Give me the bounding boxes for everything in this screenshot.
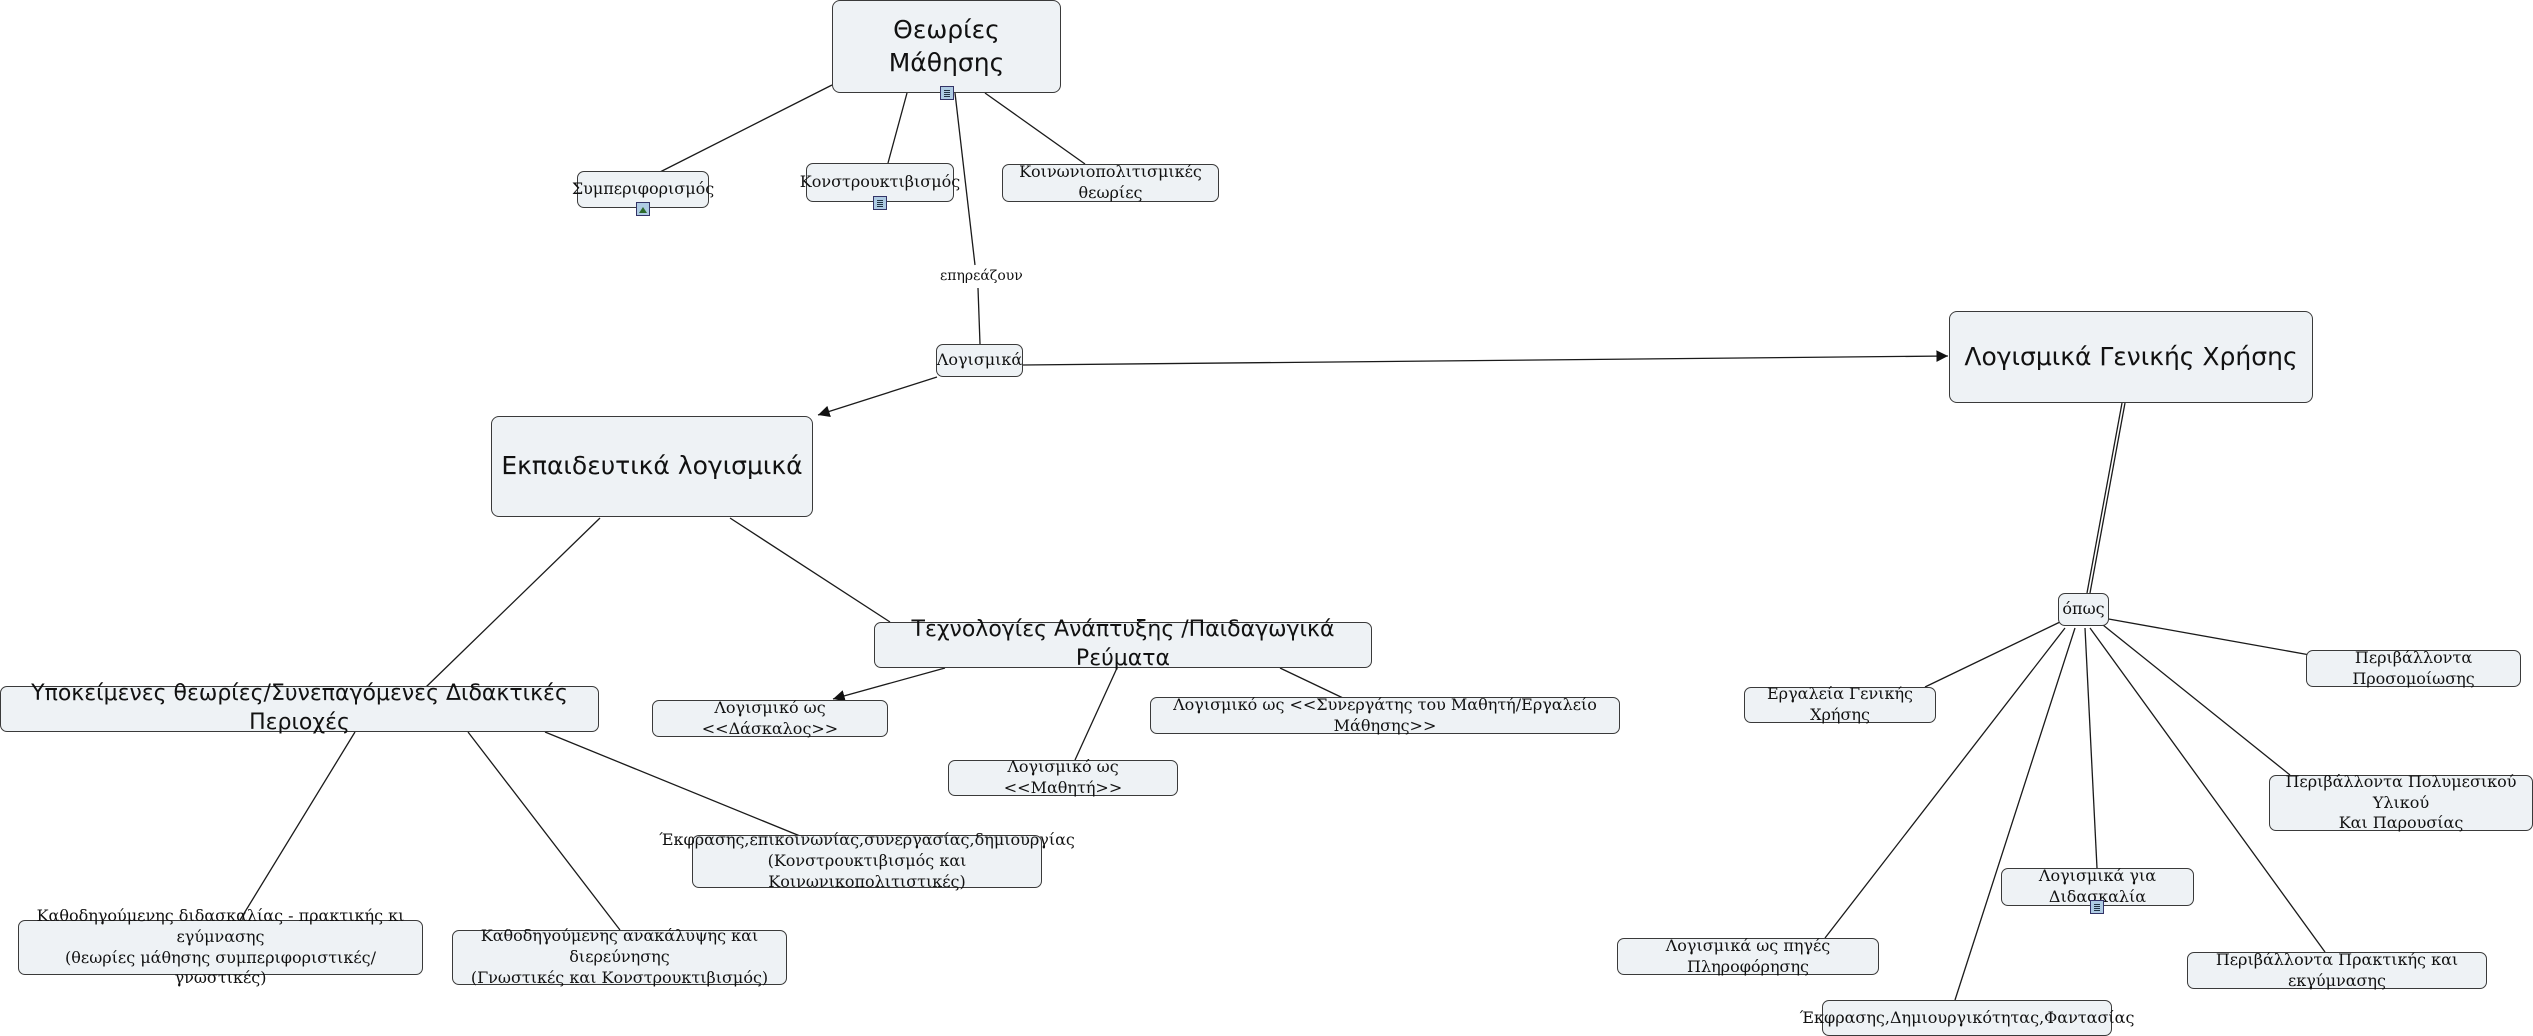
node-guided-teaching[interactable]: Καθοδηγούμενης διδασκαλίας - πρακτικής κ… [18,906,423,987]
image-icon[interactable] [636,202,650,216]
link-general-such-as [2086,402,2123,594]
node-info-sources[interactable]: Λογισμικά ως πηγές Πληροφόρησης [1617,935,1879,976]
document-icon[interactable] [873,196,887,210]
node-software-as-teacher[interactable]: Λογισμικό ως <<Δάσκαλος>> [652,697,888,738]
link-technologies-learner [1074,667,1118,761]
link-theories-behaviorism [659,84,833,173]
node-sociocultural-label: Κοινωνιοπολιτισμικές θεωρίες [1019,162,1202,202]
node-practice-environments-label: Περιβάλλοντα Πρακτικής και εκγύμνασης [2215,949,2459,990]
link-software-general [1022,350,1949,366]
node-software-as-learner-label: Λογισμικό ως <<Μαθητή>> [1003,757,1123,797]
node-practice-environments[interactable]: Περιβάλλοντα Πρακτικής και εκγύμνασης [2187,949,2487,990]
link-such-as-creativity [1954,627,2076,1001]
node-such-as[interactable]: όπως [2058,593,2109,626]
link-educational-underlying [424,517,601,689]
link-such-as-info [1824,627,2066,939]
node-guided-teaching-line1: Καθοδηγούμενης διδασκαλίας - πρακτικής κ… [36,905,405,946]
node-guided-discovery[interactable]: Καθοδηγούμενης ανακάλυψης και διερεύνηση… [452,926,787,987]
node-teaching-software[interactable]: Λογισμικά για Διδασκαλία [2001,866,2194,906]
link-general-such-as-2 [2089,402,2126,594]
node-constructivism[interactable]: Κονστρουκτιβισμός [800,163,960,202]
link-such-as-general-tools [1924,621,2061,688]
node-technologies-label: Τεχνολογίες Ανάπτυξης /Παιδαγωγικά Ρεύμα… [911,617,1335,671]
node-software-as-partner-label: Λογισμικό ως <<Συνεργάτης του Μαθητή/Εργ… [1173,694,1597,735]
node-guided-teaching-line2: (θεωρίες μάθησης συμπεριφοριστικές/γνωστ… [65,947,376,988]
node-software-as-learner[interactable]: Λογισμικό ως <<Μαθητή>> [948,757,1178,797]
node-creativity[interactable]: Έκφρασης,Δημιουργικότητας,Φαντασίας [1800,1000,2134,1036]
node-guided-discovery-line2: (Γνωστικές και Κονστρουκτιβισμός) [470,967,769,987]
node-general-tools[interactable]: Εργαλεία Γενικής Χρήσης [1744,684,1936,724]
node-educational-software[interactable]: Εκπαιδευτικά λογισμικά [491,416,813,517]
link-such-as-multimedia [2102,624,2291,776]
link-theories-influence [954,92,976,266]
node-learning-theories[interactable]: Θεωρίες Μάθησης [832,0,1061,93]
link-technologies-partner [1279,667,1344,699]
link-educational-technologies [729,517,891,623]
node-underlying-theories-label: Υποκείμενες θεωρίες/Συνεπαγόμενες Διδακτ… [31,681,568,735]
node-sociocultural[interactable]: Κοινωνιοπολιτισμικές θεωρίες [1002,162,1219,202]
node-creativity-label: Έκφρασης,Δημιουργικότητας,Φαντασίας [1799,1007,2135,1027]
node-expression-communication-line2: (Κονστρουκτιβισμός και Κοινωνικοπολιτιστ… [767,851,967,891]
node-multimedia-environments-line1: Περιβάλλοντα Πολυμεσικού Υλικού [2285,771,2517,812]
node-simulation-environments-label: Περιβάλλοντα Προσομοίωσης [2352,647,2475,688]
node-multimedia-environments-line2: Και Παρουσίας [2338,813,2464,833]
node-software-as-teacher-label: Λογισμικό ως <<Δάσκαλος>> [701,697,839,738]
link-theories-sociocultural [984,92,1086,165]
link-influence-software [977,287,981,345]
node-teaching-software-label: Λογισμικά για Διδασκαλία [2038,866,2157,906]
link-theories-constructivism [887,92,908,164]
link-underlying-guided-discovery [467,731,621,931]
node-info-sources-label: Λογισμικά ως πηγές Πληροφόρησης [1665,935,1831,976]
node-simulation-environments[interactable]: Περιβάλλοντα Προσομοίωσης [2306,647,2521,688]
link-such-as-teaching [2084,627,2098,869]
node-learning-theories-label: Θεωρίες Μάθησης [888,15,1005,77]
node-general-software[interactable]: Λογισμικά Γενικής Χρήσης [1949,311,2313,403]
node-general-software-label: Λογισμικά Γενικής Χρήσης [1964,341,2298,371]
document-icon[interactable] [940,86,954,100]
node-such-as-label: όπως [2062,599,2105,619]
link-underlying-guided-teaching [239,731,356,921]
node-software-label: Λογισμικά [936,350,1023,370]
link-software-educational [817,376,938,418]
node-general-tools-label: Εργαλεία Γενικής Χρήσης [1767,684,1913,724]
link-label-influence: επηρεάζουν [940,268,1023,284]
node-underlying-theories[interactable]: Υποκείμενες θεωρίες/Συνεπαγόμενες Διδακτ… [0,681,599,735]
node-expression-communication-line1: Έκφρασης,επικοινωνίας,συνεργασίας,δημιου… [659,830,1075,850]
link-underlying-expression [544,731,801,837]
node-behaviorism[interactable]: Συμπεριφορισμός [572,171,714,208]
node-software-as-partner[interactable]: Λογισμικό ως <<Συνεργάτης του Μαθητή/Εργ… [1150,694,1620,735]
node-guided-discovery-line1: Καθοδηγούμενης ανακάλυψης και διερεύνηση… [480,926,759,967]
node-educational-software-label: Εκπαιδευτικά λογισμικά [501,451,803,481]
document-icon[interactable] [2090,900,2104,914]
node-multimedia-environments[interactable]: Περιβάλλοντα Πολυμεσικού Υλικού Και Παρο… [2269,771,2533,833]
node-constructivism-label: Κονστρουκτιβισμός [799,172,961,192]
link-such-as-practice [2089,627,2326,953]
node-behaviorism-label: Συμπεριφορισμός [571,179,715,199]
node-technologies[interactable]: Τεχνολογίες Ανάπτυξης /Παιδαγωγικά Ρεύμα… [874,617,1372,671]
link-technologies-teacher [832,667,946,702]
node-software[interactable]: Λογισμικά [936,344,1023,377]
node-expression-communication[interactable]: Έκφρασης,επικοινωνίας,συνεργασίας,δημιου… [659,830,1075,891]
link-such-as-simulation [2102,617,2311,656]
